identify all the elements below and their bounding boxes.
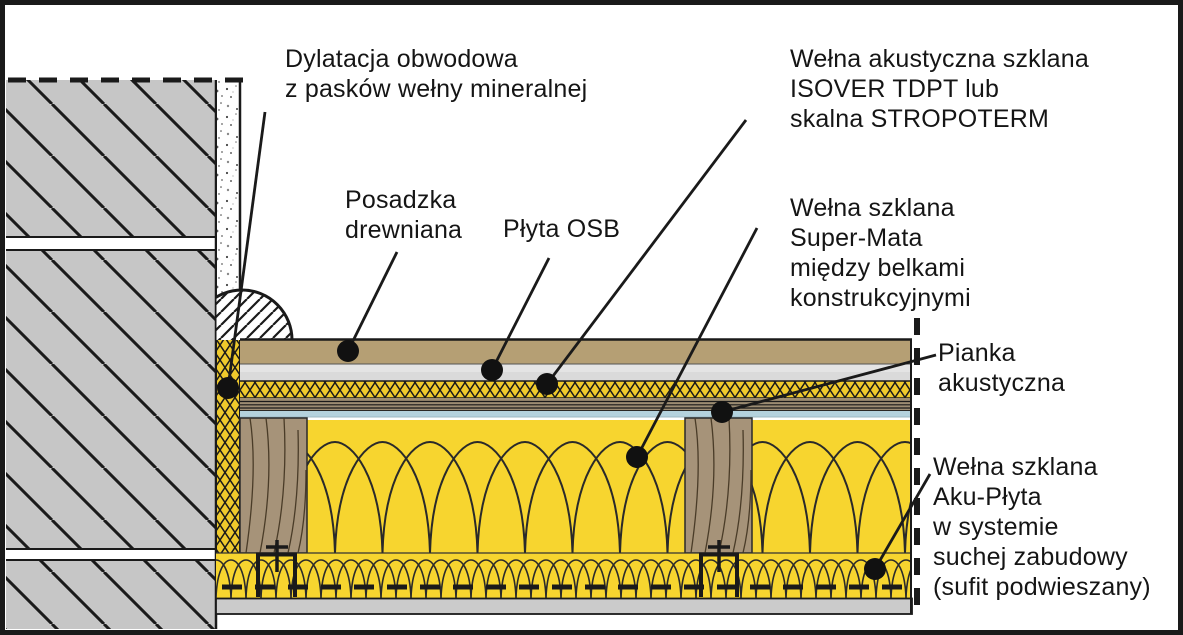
leader-line-posadzka	[346, 251, 399, 352]
label-line: w systemie	[933, 513, 1059, 541]
label-line: akustyczna	[938, 369, 1066, 397]
leader-dot-isover	[536, 373, 558, 395]
acoustic-wool-layer	[240, 380, 912, 399]
label-line: skalna STROPOTERM	[790, 105, 1050, 133]
label-line: Płyta OSB	[503, 215, 621, 243]
wood-beam	[684, 417, 753, 554]
label-line: Wełna akustyczna szklana	[790, 45, 1089, 73]
label-pianka: Pianka akustyczna	[938, 338, 1065, 398]
leader-dot-akuplyta	[864, 558, 886, 580]
mortar-joint	[6, 549, 216, 560]
label-line: między belkami	[790, 254, 966, 282]
glass-wool-infill	[240, 420, 912, 553]
leader-lines	[226, 111, 937, 570]
label-line: suchej zabudowy	[933, 543, 1128, 571]
plasterboard-ceiling	[215, 597, 913, 615]
label-line: Wełna szklana	[933, 453, 1098, 481]
boards-layer	[240, 398, 912, 412]
ceiling-hanger	[699, 540, 739, 597]
leader-dot-posadzka	[337, 340, 359, 362]
label-line: Super-Mata	[790, 224, 923, 252]
label-line: (sufit podwieszany)	[933, 573, 1151, 601]
ceiling-hanger	[256, 540, 297, 597]
leader-line-isover	[545, 119, 748, 385]
label-line: Posadzka	[345, 186, 457, 214]
leader-line-akuplyta	[873, 473, 932, 570]
label-line: ISOVER TDPT lub	[790, 75, 1000, 103]
leader-dot-osb	[481, 359, 503, 381]
leader-dot-supermata	[626, 446, 648, 468]
label-line: konstrukcyjnymi	[790, 284, 971, 312]
label-line: z pasków wełny mineralnej	[285, 75, 588, 103]
label-line: drewniana	[345, 216, 463, 244]
label-osb: Płyta OSB	[503, 214, 620, 244]
leader-line-dylatacja	[226, 111, 267, 389]
aku-plyta-layer	[216, 552, 912, 598]
label-dylatacja: Dylatacja obwodowa z pasków wełny minera…	[285, 44, 587, 104]
leader-dot-pianka	[711, 401, 733, 423]
label-akuplyta: Wełna szklana Aku-Płyta w systemie suche…	[933, 452, 1151, 602]
wood-beam	[239, 417, 308, 554]
leader-line-pianka	[721, 353, 937, 414]
label-line: Aku-Płyta	[933, 483, 1042, 511]
perimeter-expansion-strip	[215, 340, 241, 553]
label-posadzka: Posadzka drewniana	[345, 185, 462, 245]
leader-dots	[217, 340, 886, 580]
leader-line-supermata	[635, 227, 759, 458]
label-supermata: Wełna szklana Super-Mata między belkami …	[790, 193, 971, 313]
label-isover: Wełna akustyczna szklana ISOVER TDPT lub…	[790, 44, 1089, 134]
leader-dot-dylatacja	[217, 377, 239, 399]
label-line: Wełna szklana	[790, 194, 955, 222]
acoustic-foam-layer	[240, 411, 912, 417]
label-line: Dylatacja obwodowa	[285, 45, 518, 73]
osb-layer	[240, 363, 912, 381]
label-line: Pianka	[938, 339, 1016, 367]
mortar-joint	[6, 237, 216, 250]
masonry-wall	[6, 80, 218, 629]
leader-line-osb	[490, 257, 551, 371]
